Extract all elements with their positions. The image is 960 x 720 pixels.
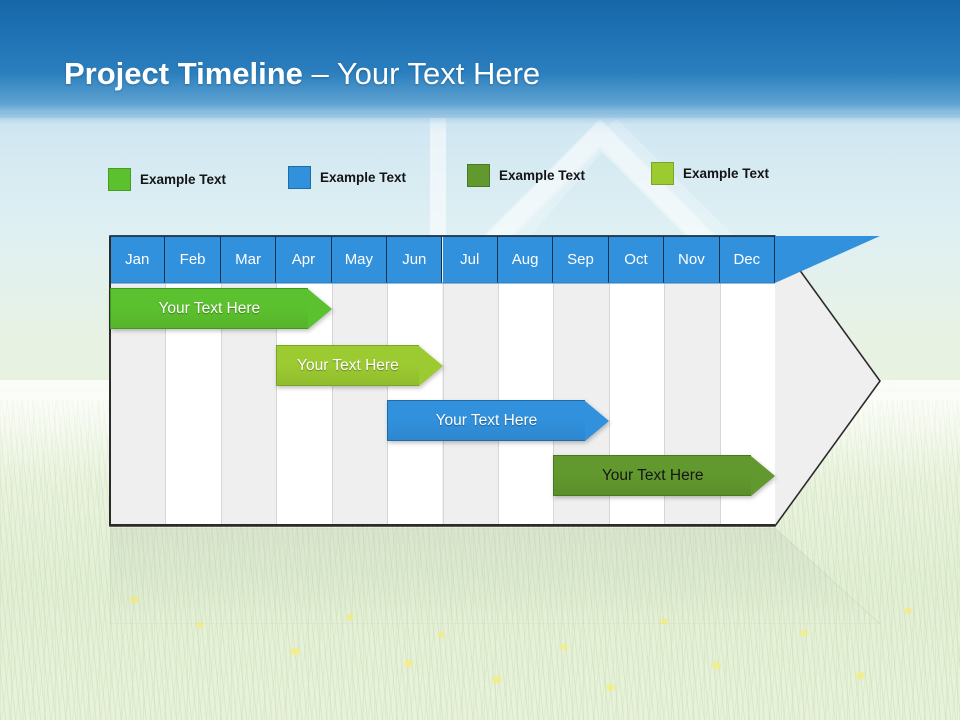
title-dash: – bbox=[302, 56, 337, 91]
dandelion bbox=[492, 676, 502, 683]
legend-item-1: Example Text bbox=[108, 168, 226, 191]
title-light: Your Text Here bbox=[336, 56, 541, 91]
task-bar-1[interactable]: Your Text Here bbox=[110, 288, 332, 329]
month-column-jul bbox=[442, 236, 498, 526]
legend-swatch-icon bbox=[108, 168, 131, 191]
column-separator bbox=[276, 283, 278, 526]
task-bar-arrow-tip-icon bbox=[750, 455, 775, 496]
legend-item-label: Example Text bbox=[499, 168, 586, 183]
task-bar-2[interactable]: Your Text Here bbox=[276, 345, 443, 386]
task-bar-arrow-tip-icon bbox=[307, 288, 332, 329]
task-bar-label: Your Text Here bbox=[297, 356, 399, 374]
month-column-feb bbox=[165, 236, 221, 526]
dandelion bbox=[660, 618, 668, 624]
legend-swatch-icon bbox=[651, 162, 674, 185]
column-separator bbox=[331, 283, 333, 526]
legend-item-4: Example Text bbox=[651, 162, 769, 185]
month-header-aug[interactable]: Aug bbox=[497, 236, 554, 283]
task-bar-body: Your Text Here bbox=[387, 400, 585, 441]
page-title: Project Timeline – Your Text Here bbox=[64, 58, 540, 89]
dandelion bbox=[404, 660, 413, 667]
month-header-nov[interactable]: Nov bbox=[664, 236, 720, 283]
dandelion bbox=[438, 632, 445, 638]
task-bar-arrow-tip-icon bbox=[584, 400, 609, 441]
dandelion bbox=[712, 662, 721, 669]
column-separator bbox=[608, 283, 610, 526]
task-bar-label: Your Text Here bbox=[158, 299, 261, 317]
column-separator bbox=[165, 283, 167, 526]
month-header-feb[interactable]: Feb bbox=[165, 236, 221, 283]
dandelion bbox=[290, 648, 300, 655]
task-bar-label: Your Text Here bbox=[435, 411, 538, 429]
task-bar-3[interactable]: Your Text Here bbox=[387, 400, 609, 441]
legend-swatch-icon bbox=[467, 164, 490, 187]
legend-item-3: Example Text bbox=[467, 164, 585, 187]
dandelion bbox=[904, 608, 912, 614]
task-bar-label: Your Text Here bbox=[601, 466, 704, 484]
dandelion bbox=[856, 672, 865, 679]
legend-item-2: Example Text bbox=[288, 166, 406, 189]
legend-swatch-icon bbox=[288, 166, 311, 189]
month-header-apr[interactable]: Apr bbox=[276, 236, 332, 283]
task-bar-body: Your Text Here bbox=[276, 345, 419, 386]
task-bar-arrow-tip-icon bbox=[418, 345, 443, 386]
task-bar-body: Your Text Here bbox=[110, 288, 308, 329]
month-header-mar[interactable]: Mar bbox=[220, 236, 277, 283]
month-column-aug bbox=[497, 236, 554, 526]
column-separator bbox=[220, 283, 222, 526]
dandelion bbox=[606, 684, 615, 691]
title-strong: Project Timeline bbox=[64, 56, 303, 91]
month-header-jan[interactable]: Jan bbox=[110, 236, 166, 283]
dandelion bbox=[130, 596, 139, 603]
legend-item-label: Example Text bbox=[320, 170, 407, 185]
legend-item-label: Example Text bbox=[683, 166, 770, 181]
dandelion bbox=[196, 622, 204, 628]
month-header-sep[interactable]: Sep bbox=[553, 236, 609, 283]
month-header-may[interactable]: May bbox=[331, 236, 388, 283]
month-header-dec[interactable]: Dec bbox=[719, 236, 775, 283]
legend-item-label: Example Text bbox=[140, 172, 227, 187]
month-column-jan bbox=[110, 236, 166, 526]
column-separator bbox=[719, 283, 721, 526]
title-banner bbox=[0, 0, 960, 134]
dandelion bbox=[560, 644, 568, 650]
month-header-jul[interactable]: Jul bbox=[442, 236, 498, 283]
dandelion bbox=[346, 614, 354, 620]
task-bar-body: Your Text Here bbox=[553, 455, 751, 496]
column-separator bbox=[664, 283, 666, 526]
dandelion bbox=[800, 630, 808, 636]
month-column-mar bbox=[220, 236, 277, 526]
month-header-oct[interactable]: Oct bbox=[608, 236, 665, 283]
task-bar-4[interactable]: Your Text Here bbox=[553, 455, 775, 496]
